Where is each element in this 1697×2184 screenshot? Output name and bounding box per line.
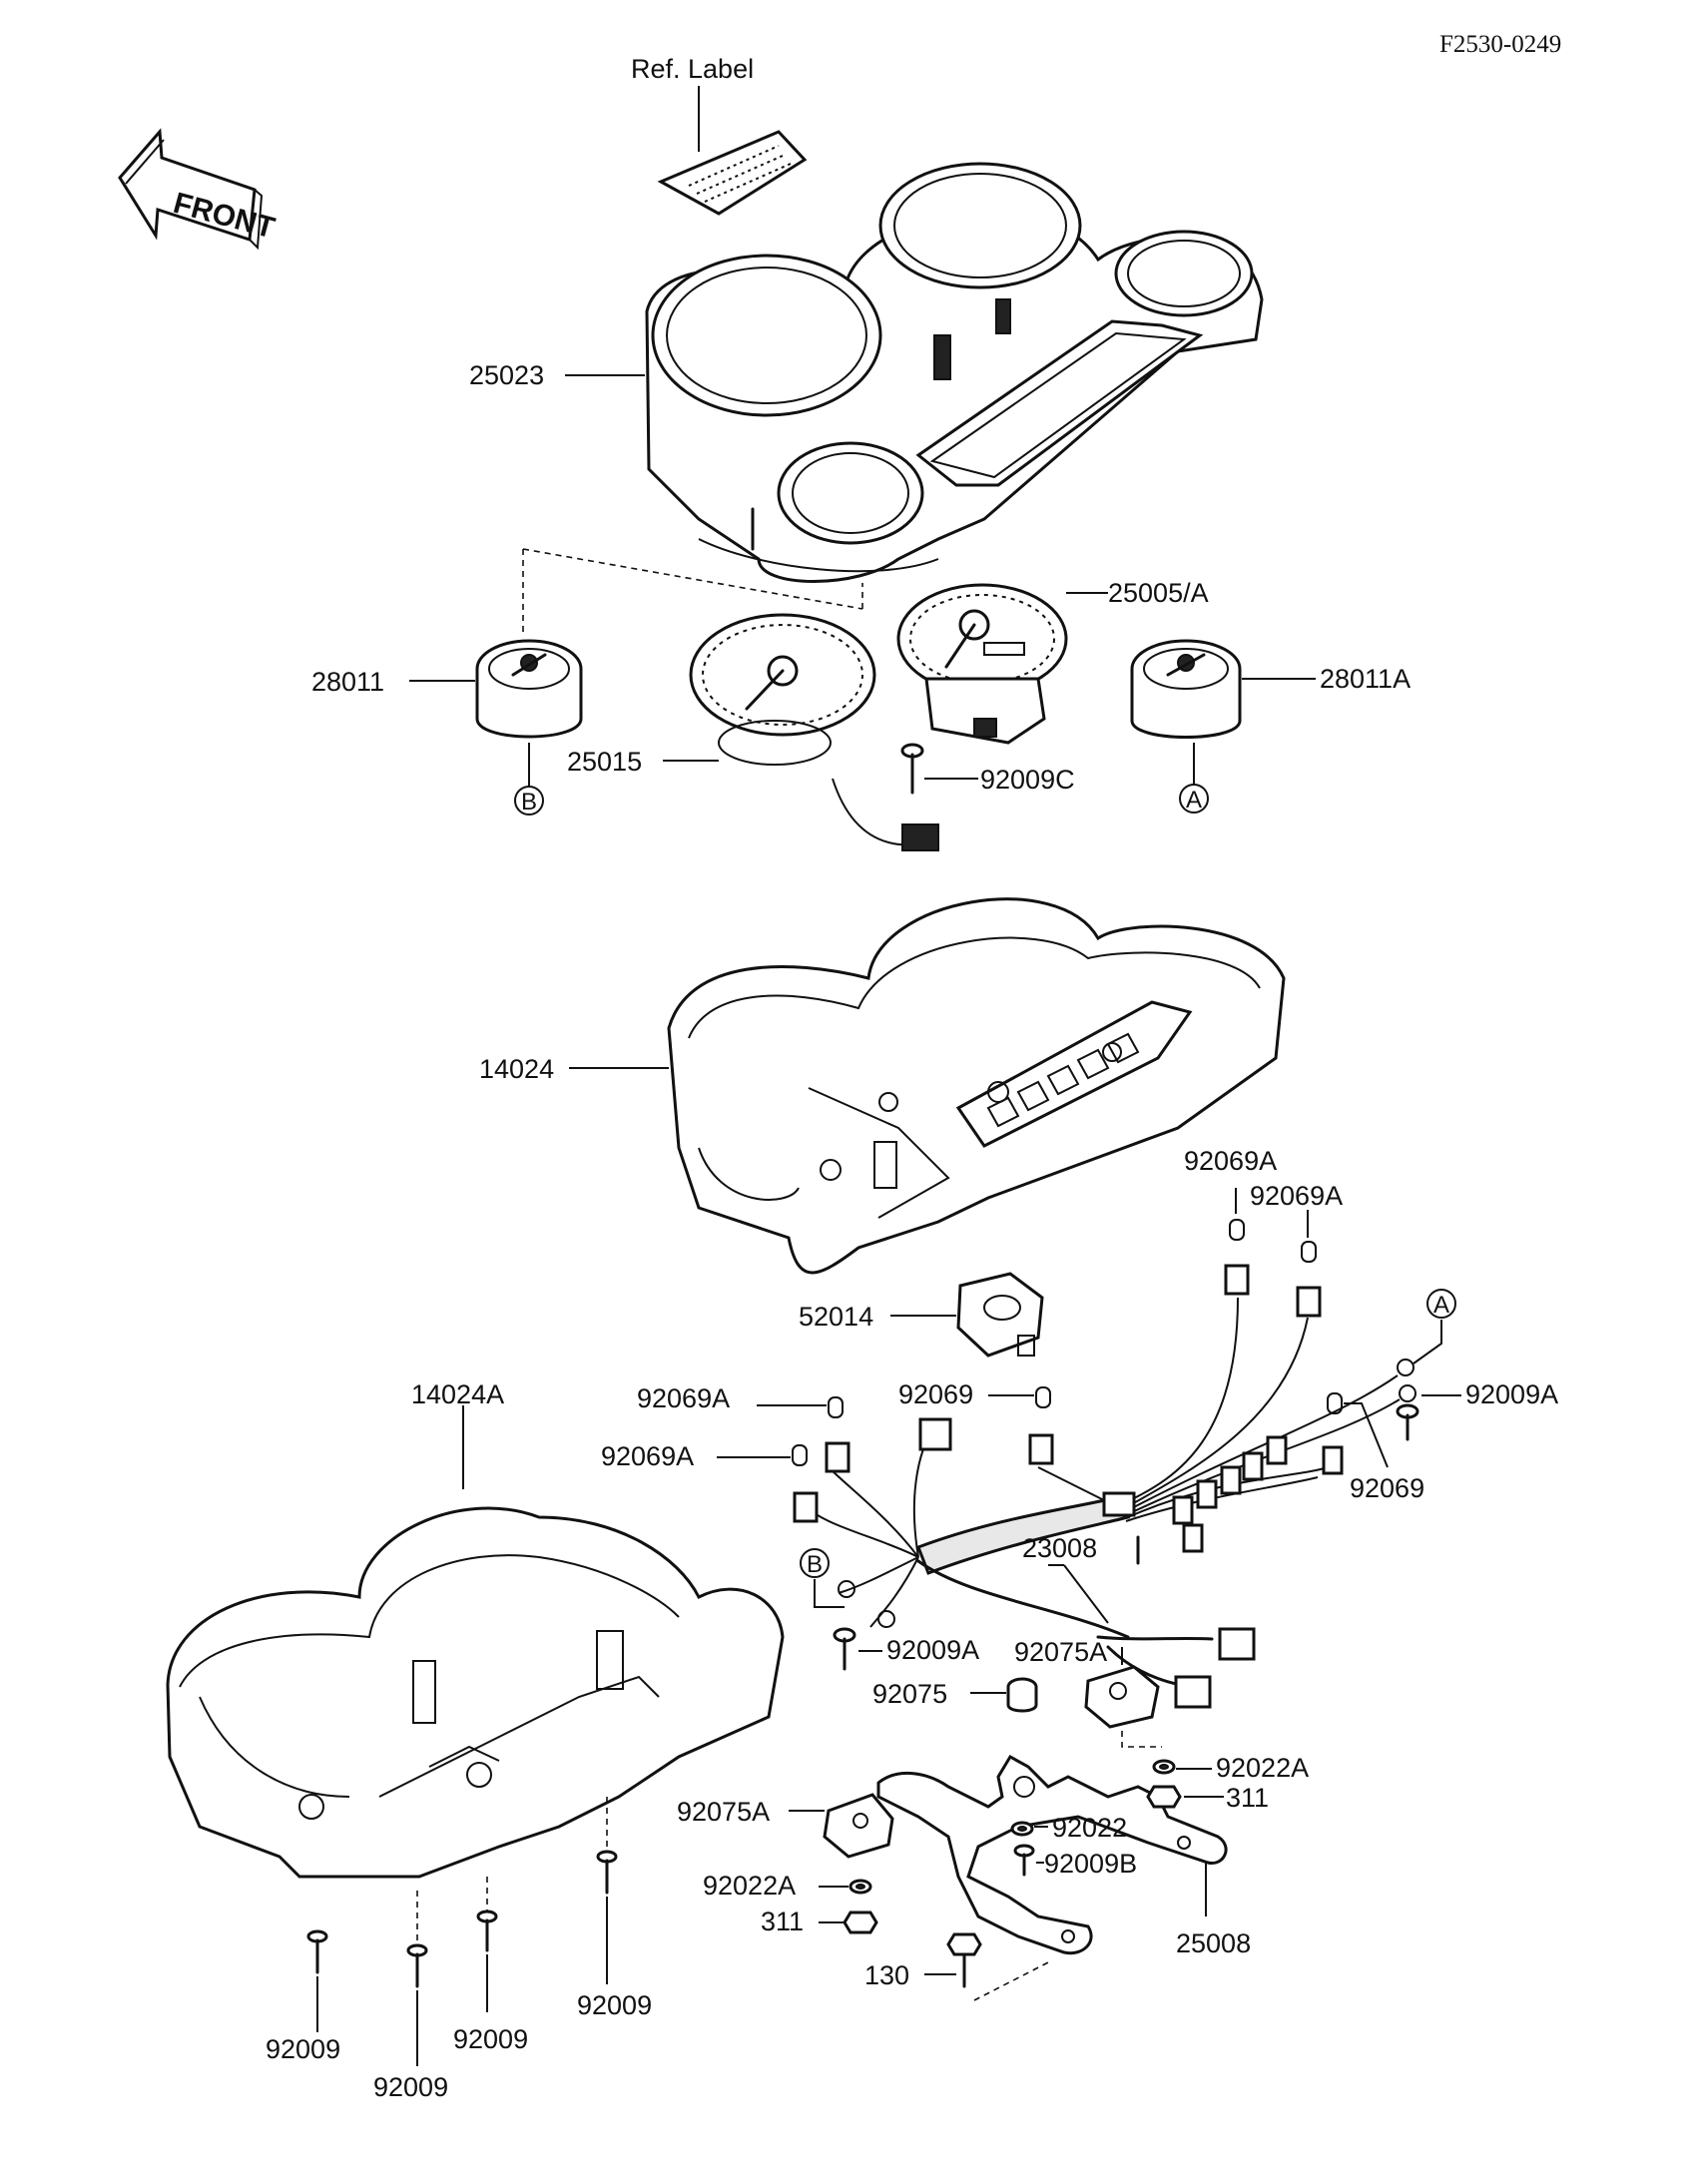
callout-92009a-right: 92009A — [1465, 1379, 1558, 1409]
bracket-25008 — [876, 1754, 1228, 1955]
callout-92069a-1: 92069A — [1184, 1146, 1277, 1176]
bolt-130 — [946, 1932, 982, 1988]
screw-92009-1 — [306, 1929, 328, 1974]
connector-a-harness-label: A — [1433, 1292, 1449, 1319]
reference-label-part: Ref. Label — [631, 54, 808, 216]
callout-25015: 25015 — [567, 747, 642, 777]
meter-case-lower-14024a — [166, 1506, 785, 1879]
indicator-lamp-28011 — [475, 639, 583, 739]
wiring-harness-23008 — [792, 1219, 1416, 1709]
meter-case-14024 — [667, 897, 1286, 1275]
callout-92069a-2: 92069A — [1250, 1181, 1343, 1211]
callout-92069a-4: 92069A — [601, 1441, 694, 1471]
tachometer-25015 — [689, 613, 939, 851]
callout-28011a: 28011A — [1320, 664, 1411, 694]
callout-92009-3: 92009 — [453, 2024, 528, 2054]
callout-311-right: 311 — [1226, 1783, 1269, 1813]
connector-marker-b-harness — [800, 1548, 830, 1578]
callout-92075a-lower: 92075A — [677, 1797, 770, 1827]
callout-25005a: 25005/A — [1108, 578, 1209, 608]
speedometer-25005a — [896, 583, 1068, 745]
callout-92009b: 92009B — [1044, 1849, 1137, 1879]
screw-92009c — [900, 743, 924, 795]
connector-a-top-label: A — [1186, 787, 1202, 814]
callout-52014: 52014 — [799, 1302, 873, 1332]
callout-92069-2: 92069 — [1350, 1473, 1424, 1503]
connector-marker-a-top — [1179, 784, 1209, 814]
nut-311-left — [843, 1911, 878, 1934]
callout-92009a-left: 92009A — [886, 1635, 979, 1665]
callout-92022: 92022 — [1052, 1813, 1127, 1843]
sensor-52014 — [956, 1272, 1044, 1358]
figure-code: F2530-0249 — [1439, 31, 1561, 58]
connector-marker-a-harness — [1426, 1289, 1456, 1319]
callout-311-left: 311 — [761, 1907, 804, 1936]
callout-25023: 25023 — [469, 360, 544, 390]
washer-92022 — [1010, 1821, 1034, 1837]
callout-14024a: 14024A — [411, 1379, 504, 1409]
callout-92009c: 92009C — [980, 765, 1075, 795]
callout-28011: 28011 — [311, 667, 384, 697]
grommet-92075 — [1006, 1677, 1038, 1713]
callout-92075a-upper: 92075A — [1014, 1637, 1107, 1667]
callout-92009-2: 92009 — [373, 2072, 448, 2102]
damper-92075a-lower — [823, 1793, 894, 1859]
screw-92009-4 — [596, 1850, 618, 1895]
callout-23008: 23008 — [1022, 1533, 1097, 1563]
meter-cover-25023 — [645, 162, 1264, 583]
callout-14024: 14024 — [479, 1054, 554, 1084]
screw-92009b — [1013, 1844, 1035, 1877]
callout-92069-1: 92069 — [898, 1379, 973, 1409]
screw-92009a-right — [1396, 1403, 1419, 1441]
callout-92009-1: 92009 — [266, 2034, 340, 2064]
screw-92009a-left — [833, 1627, 856, 1671]
connector-b-top-label: B — [521, 789, 537, 816]
screw-92009-2 — [406, 1943, 428, 1988]
front-arrow-icon: FRONT — [118, 128, 279, 251]
indicator-lamp-28011a — [1130, 639, 1242, 739]
screw-92009-3 — [476, 1910, 498, 1952]
washer-92022a-left — [848, 1879, 872, 1895]
nut-311-right — [1146, 1785, 1182, 1809]
callout-92022a-right: 92022A — [1216, 1753, 1309, 1783]
callout-92022a-left: 92022A — [703, 1871, 796, 1901]
callout-130: 130 — [864, 1960, 909, 1990]
washer-92022a-right — [1152, 1759, 1176, 1775]
callout-92069a-3: 92069A — [637, 1383, 730, 1413]
connector-marker-b-top — [514, 786, 544, 816]
damper-92075a-upper — [1084, 1665, 1160, 1729]
callout-92075: 92075 — [872, 1679, 947, 1709]
callout-25008: 25008 — [1176, 1928, 1251, 1958]
reference-label-text: Ref. Label — [631, 54, 754, 84]
callout-92009-4: 92009 — [577, 1990, 652, 2020]
connector-b-harness-label: B — [807, 1551, 823, 1578]
